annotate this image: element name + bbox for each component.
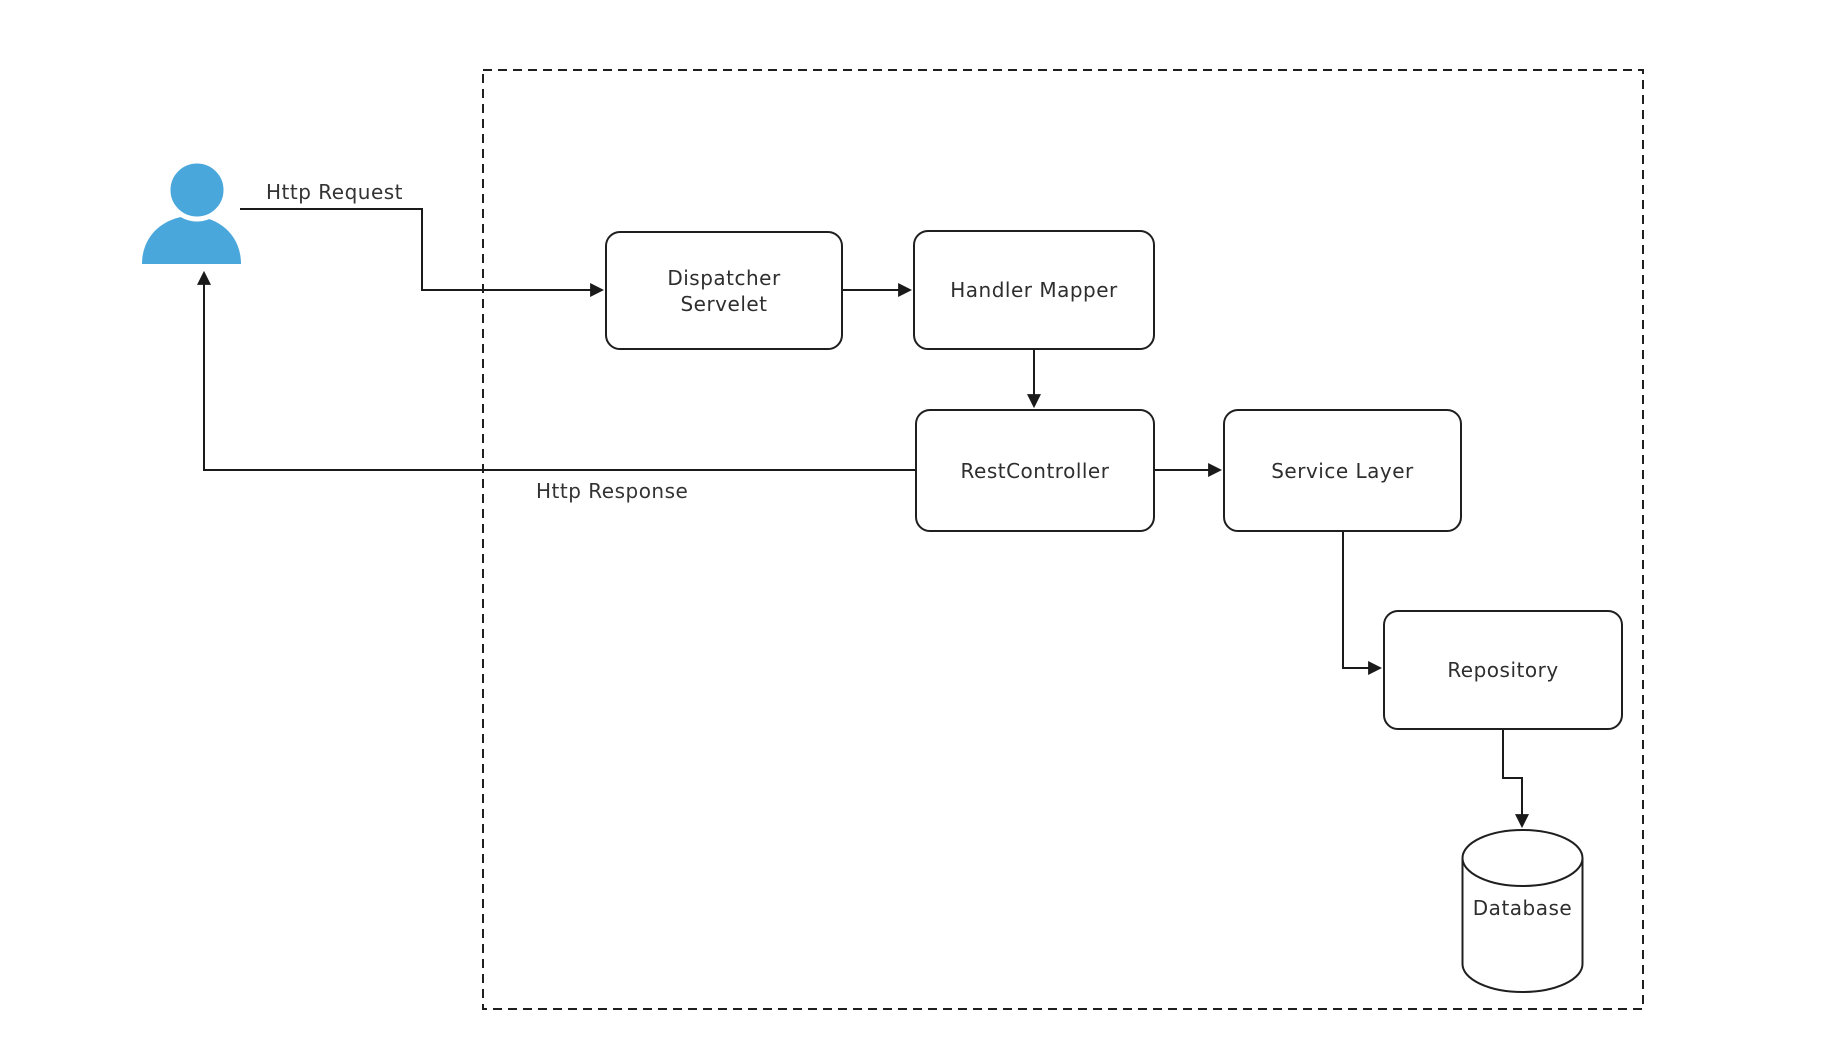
node-restcontroller-label: RestController xyxy=(960,458,1110,483)
node-service-layer: Service Layer xyxy=(1223,409,1462,532)
database-cylinder-icon xyxy=(1461,829,1584,993)
node-repository: Repository xyxy=(1383,610,1623,730)
node-handler-mapper: Handler Mapper xyxy=(913,230,1155,350)
node-handler-mapper-label: Handler Mapper xyxy=(950,278,1118,302)
system-boundary xyxy=(482,69,1644,1010)
node-restcontroller: RestController xyxy=(915,409,1155,532)
database-body-shape xyxy=(1461,858,1584,993)
node-repository-label: Repository xyxy=(1447,658,1559,682)
connector-service-to-repository xyxy=(1342,532,1383,675)
connector-repository-to-database xyxy=(1502,730,1529,829)
node-dispatcher-servelet-label: Dispatcher Servelet xyxy=(667,265,781,316)
node-database-label: Database xyxy=(1472,896,1573,920)
node-service-layer-label: Service Layer xyxy=(1271,458,1414,483)
connector-http-request xyxy=(240,208,605,297)
user-icon xyxy=(142,158,241,264)
user-head-shape xyxy=(165,158,229,222)
database-top-shape xyxy=(1461,829,1584,887)
http-request-label: Http Request xyxy=(266,180,404,204)
connector-http-response xyxy=(197,270,915,471)
http-response-label: Http Response xyxy=(536,479,689,503)
user-body-shape xyxy=(142,216,241,264)
node-dispatcher-servelet: Dispatcher Servelet xyxy=(605,231,843,350)
